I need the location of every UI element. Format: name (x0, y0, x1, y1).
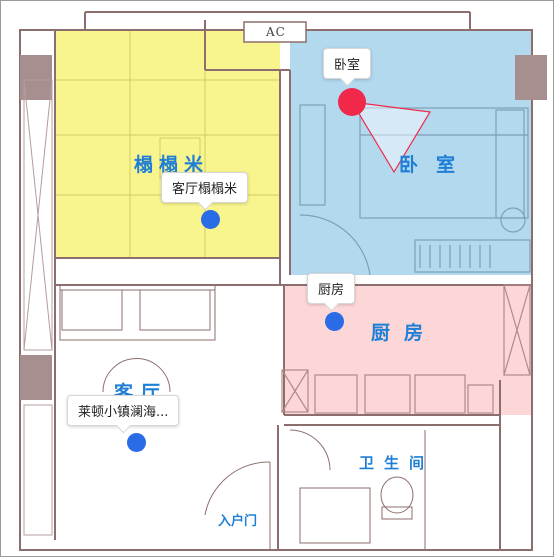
marker-tag-living-tatami[interactable]: 客厅榻榻米 (161, 172, 249, 211)
marker-dot-kitchen[interactable] (325, 312, 344, 331)
marker-tag-kitchen[interactable]: 厨房 (307, 273, 356, 312)
marker-dot-living[interactable] (127, 433, 146, 452)
marker-tag-label: 莱顿小镇澜海... (78, 405, 169, 420)
ac-unit-box (243, 21, 307, 43)
marker-tag-living[interactable]: 莱顿小镇澜海... (67, 395, 180, 434)
marker-dot-living-tatami[interactable] (201, 210, 220, 229)
living-furniture (59, 284, 271, 550)
tatami-room-label: 榻榻米 (134, 154, 210, 176)
marker-tag-bedroom[interactable]: 卧室 (323, 48, 372, 87)
view-cone (350, 101, 431, 174)
kitchen-label: 厨房 (371, 322, 438, 344)
marker-tag-label: 卧室 (334, 58, 361, 73)
closet-lines (23, 79, 53, 536)
window-blocks (20, 55, 547, 400)
kitchen-furniture (281, 284, 531, 414)
kitchen-area (284, 285, 532, 415)
bedroom-label: 卧室 (399, 154, 474, 176)
bathroom-fixtures (289, 429, 426, 550)
ac-label: AC (266, 25, 286, 39)
marker-dot-bedroom[interactable] (338, 88, 366, 116)
bathroom-label: 卫生间 (359, 454, 435, 472)
entrance-door-label: 入户门 (218, 514, 258, 529)
marker-tag-label: 厨房 (318, 283, 345, 298)
bed (299, 104, 531, 276)
marker-tag-label: 客厅榻榻米 (172, 182, 238, 197)
tatami-room-area (55, 30, 280, 258)
